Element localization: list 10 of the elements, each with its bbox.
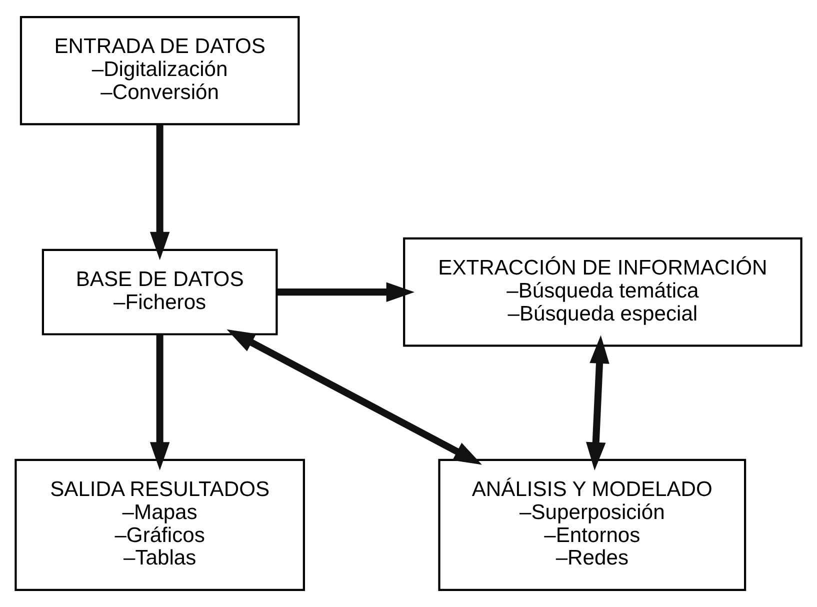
arrow (586, 335, 610, 471)
arrow (150, 334, 170, 470)
node-box: ENTRADA DE DATOS –Digitalización –Conversión (20, 16, 300, 126)
arrow (226, 329, 482, 465)
arrow (277, 282, 415, 302)
node-box: BASE DE DATOS –Ficheros (42, 248, 278, 336)
node-box: EXTRACCIÓN DE INFORMACIÓN –Búsqueda temática –Búsqueda especial (403, 237, 802, 347)
node-box: ANÁLISIS Y MODELADO –Superposición –Entornos –Redes (438, 458, 746, 592)
node-box: SALIDA RESULTADOS –Mapas –Gráficos –Tablas (14, 458, 305, 592)
arrow (150, 124, 170, 260)
